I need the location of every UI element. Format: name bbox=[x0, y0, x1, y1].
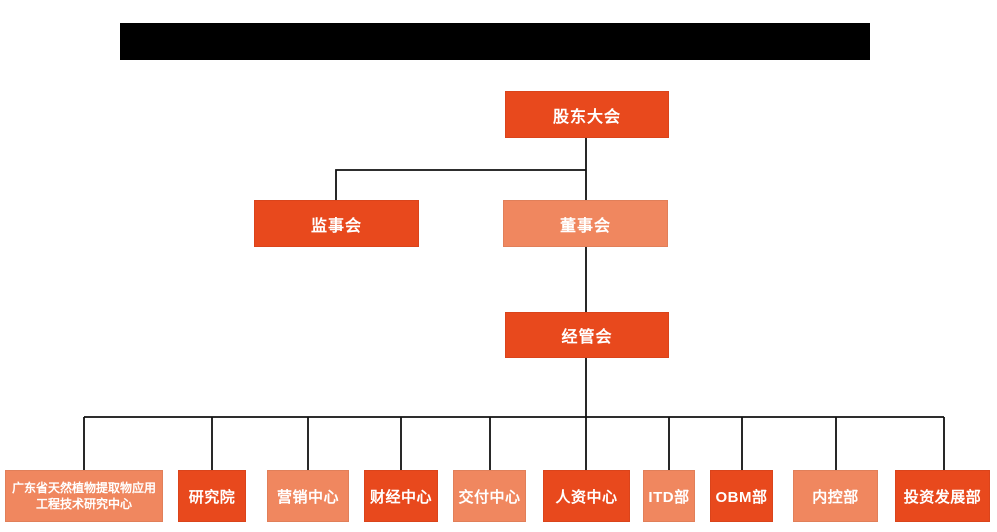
org-node-investment-development-department: 投资发展部 bbox=[895, 470, 990, 522]
org-node-label: 交付中心 bbox=[458, 488, 521, 506]
org-node-label: 投资发展部 bbox=[903, 488, 982, 506]
org-node-label: 广东省天然植物提取物应用工程技术研究中心 bbox=[11, 480, 156, 511]
org-node-internal-control-department: 内控部 bbox=[793, 470, 878, 522]
org-node-itd-department: ITD部 bbox=[643, 470, 695, 522]
org-node-research-center: 广东省天然植物提取物应用工程技术研究中心 bbox=[5, 470, 163, 522]
org-node-hr-center: 人资中心 bbox=[543, 470, 630, 522]
org-node-label: 营销中心 bbox=[276, 488, 339, 506]
org-node-label: 监事会 bbox=[310, 217, 362, 235]
org-node-research-institute: 研究院 bbox=[178, 470, 246, 522]
org-node-obm-department: OBM部 bbox=[710, 470, 773, 522]
org-node-supervisory-board: 监事会 bbox=[254, 200, 419, 247]
org-node-label: ITD部 bbox=[648, 488, 690, 506]
org-node-label: 董事会 bbox=[559, 217, 611, 235]
org-node-label: 经管会 bbox=[561, 329, 613, 346]
org-node-delivery-center: 交付中心 bbox=[453, 470, 526, 522]
org-node-board-of-directors: 董事会 bbox=[503, 200, 668, 247]
org-node-label: OBM部 bbox=[715, 488, 768, 506]
org-node-label: 财经中心 bbox=[369, 488, 432, 506]
org-node-label: 内控部 bbox=[812, 488, 859, 506]
redacted-title-bar bbox=[120, 23, 870, 60]
org-node-label: 人资中心 bbox=[555, 488, 618, 506]
org-node-shareholders-meeting: 股东大会 bbox=[505, 91, 669, 138]
org-node-label: 股东大会 bbox=[552, 108, 621, 126]
org-node-management-committee: 经管会 bbox=[505, 312, 669, 358]
org-node-label: 研究院 bbox=[188, 488, 236, 506]
org-node-marketing-center: 营销中心 bbox=[267, 470, 349, 522]
org-node-finance-center: 财经中心 bbox=[364, 470, 438, 522]
